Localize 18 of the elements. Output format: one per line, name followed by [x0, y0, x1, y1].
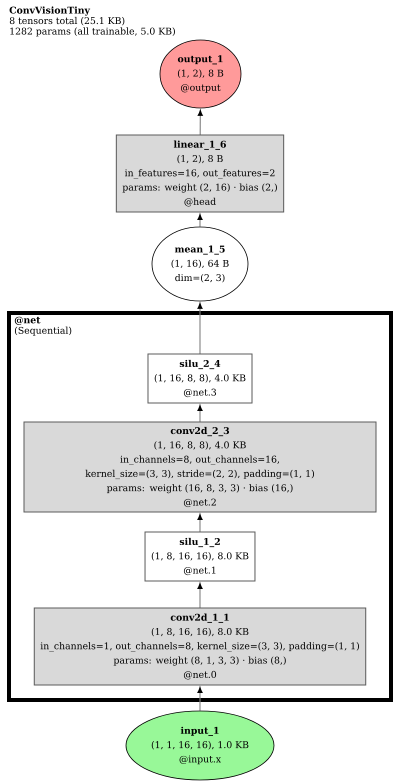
arrow: [197, 302, 203, 354]
arrow: [197, 214, 203, 227]
summary-text: 1282 params (all trainable, 5.0 KB): [10, 27, 175, 36]
layer-box: conv2d_1_1 (1, 8, 16, 16), 8.0 KB in_channels=1, out_channels=8, kernel_size=(3, 3), padding=(1, 1) params: weight (8, 1, 3, 3) · bias (8,) @net.0: [34, 608, 366, 686]
title: ConvVisionTiny: [10, 6, 90, 16]
arrow: [198, 110, 203, 134]
arrow: [197, 405, 203, 422]
ellipse-node: output_1 (1, 2), 8 B @output: [160, 40, 242, 108]
arrow: [197, 514, 203, 532]
ellipse-node: mean_1_5 (1, 16), 64 B dim=(2, 3): [152, 226, 248, 302]
arrow: [197, 583, 203, 608]
layer-box: silu_2_4 (1, 16, 8, 8), 4.0 KB @net.3: [148, 354, 252, 404]
ellipse-node: input_1 (1, 1, 16, 16), 1.0 KB @input.x: [126, 710, 274, 780]
layer-box: linear_1_6 (1, 2), 8 B in_features=16, out_features=2 params: weight (2, 16) · bias (2,) @head: [116, 134, 284, 212]
layer-box: conv2d_2_3 (1, 16, 8, 8), 4.0 KB in_channels=8, out_channels=16, kernel_size=(3, 3), stride=(2, 2), padding=(1, 1) params: weight (16, 8, 3, 3) · bias (16,) @net.2: [24, 422, 376, 512]
arrow: [197, 687, 203, 711]
summary-text: 8 tensors total (25.1 KB): [10, 16, 124, 26]
layer-box: silu_1_2 (1, 8, 16, 16), 8.0 KB @net.1: [144, 532, 256, 582]
